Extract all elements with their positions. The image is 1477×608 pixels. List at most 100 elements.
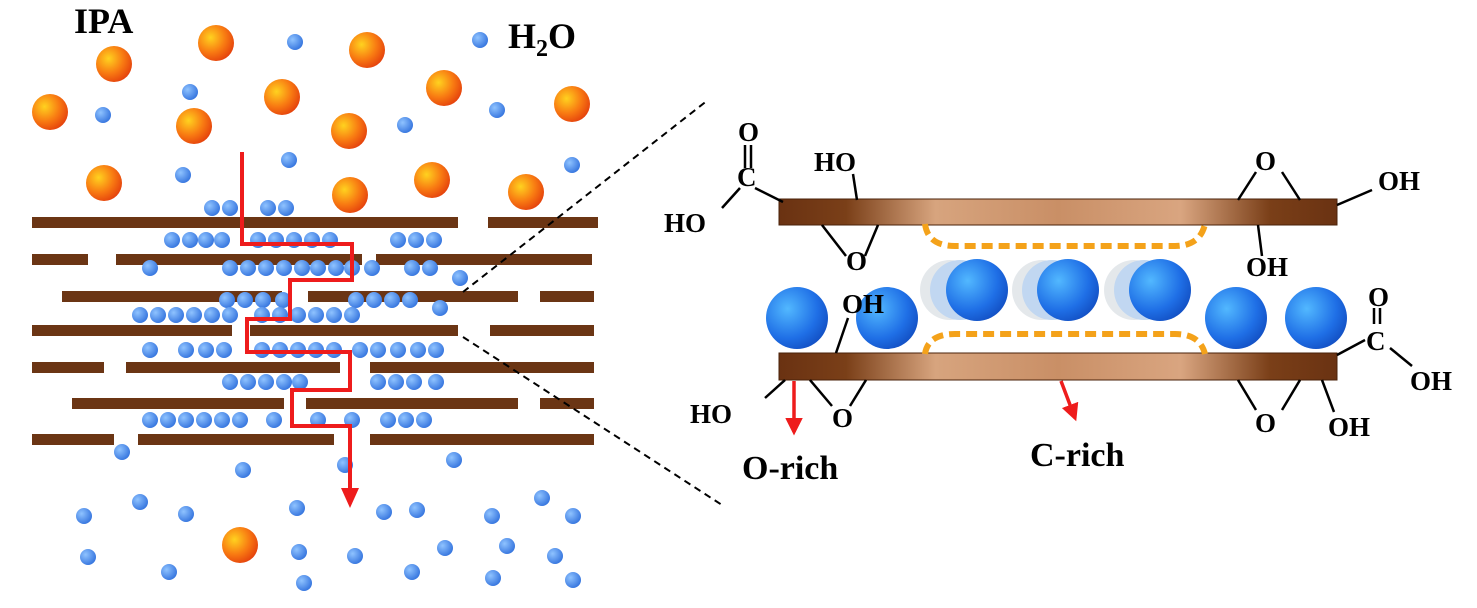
water-molecule [398,412,414,428]
oh-bottom-right: OH [1410,366,1452,396]
water-molecule [160,412,176,428]
water-molecule [384,292,400,308]
go-sheet-segment [32,362,104,373]
functional-group-bonds [721,145,1413,413]
water-molecule [370,374,386,390]
go-sheet-segment [116,254,362,265]
water-molecule [426,232,442,248]
water-pathway-arrow [240,152,359,508]
water-molecule [534,490,550,506]
ipa-molecule [32,94,68,130]
ipa-label: IPA [74,1,133,41]
ipa-molecule [426,70,462,106]
water-molecule [484,508,500,524]
water-molecule [235,462,251,478]
go-sheet-segment [370,362,594,373]
water-molecule [142,260,158,276]
water-molecule [266,412,282,428]
water-molecule [278,200,294,216]
zoom-line-bottom [462,336,723,506]
water-molecule [237,292,253,308]
water-molecule [198,232,214,248]
water-molecule [178,342,194,358]
water-molecule [409,502,425,518]
water-molecule [310,260,326,276]
water-molecule [255,292,271,308]
go-sheet-segment [32,254,88,265]
water-molecule [281,152,297,168]
water-molecule [294,260,310,276]
carboxyl-o-top: O [738,117,759,147]
water-molecule [422,260,438,276]
large-water-molecules [766,259,1347,349]
water-molecule [95,107,111,123]
water-molecule [164,232,180,248]
carboxyl-c-bottom: C [1366,326,1386,356]
water-molecule [132,494,148,510]
water-molecule [432,300,448,316]
water-molecule [344,307,360,323]
epoxy-o-bottom-left: O [832,403,853,433]
water-molecule [348,292,364,308]
water-molecule [408,232,424,248]
water-molecule [376,504,392,520]
interlayer-zoom: O C HO HO O O OH OH OH HO O O C OH O OH … [664,117,1452,487]
water-molecule [258,374,274,390]
bottom-go-sheet [778,352,1338,381]
water-molecule [292,374,308,390]
water-molecule [275,292,291,308]
water-molecule [404,260,420,276]
water-molecule [364,260,380,276]
water-molecule [446,452,462,468]
water-molecule [296,575,312,591]
water-molecule [276,260,292,276]
water-label: H2O [508,16,576,62]
c-rich-arrow [1059,380,1079,422]
water-molecule [402,292,418,308]
water-molecule [291,544,307,560]
ipa-molecule [331,113,367,149]
water-molecule [290,307,306,323]
water-molecule [222,200,238,216]
water-molecule [390,232,406,248]
water-molecule [352,342,368,358]
ipa-molecule [176,108,212,144]
water-molecule [410,342,426,358]
go-sheet-segment [32,325,232,336]
water-molecule [564,157,580,173]
water-molecule [452,270,468,286]
water-molecule [289,500,305,516]
ipa-molecule [554,86,590,122]
water-molecule [390,342,406,358]
water-molecule [406,374,422,390]
ipa-molecule [349,32,385,68]
water-molecule [178,506,194,522]
water-molecule [204,307,220,323]
ho-top-left: HO [664,208,706,238]
carboxyl-o-bottom: O [1368,282,1389,312]
water-molecule [168,307,184,323]
water-molecule [142,342,158,358]
oh-top-right: OH [1378,166,1420,196]
water-molecule [260,200,276,216]
interlayer-channel-top [922,223,1208,249]
go-sheet-segment [250,325,458,336]
water-molecule [287,34,303,50]
water-molecule [114,444,130,460]
water-molecule [219,292,235,308]
water-molecule [388,374,404,390]
go-sheet-segment [370,434,594,445]
water-molecule [404,564,420,580]
ipa-molecule [222,527,258,563]
epoxy-o-top-left: O [846,246,867,276]
ho-bottom-left: HO [690,399,732,429]
water-molecule [437,540,453,556]
water-molecule [499,538,515,554]
ipa-molecule [264,79,300,115]
o-rich-label: O-rich [742,450,838,487]
water-molecule [326,307,342,323]
go-sheet-segment [376,254,592,265]
water-molecule [204,200,220,216]
water-molecule [150,307,166,323]
water-molecule [485,570,501,586]
